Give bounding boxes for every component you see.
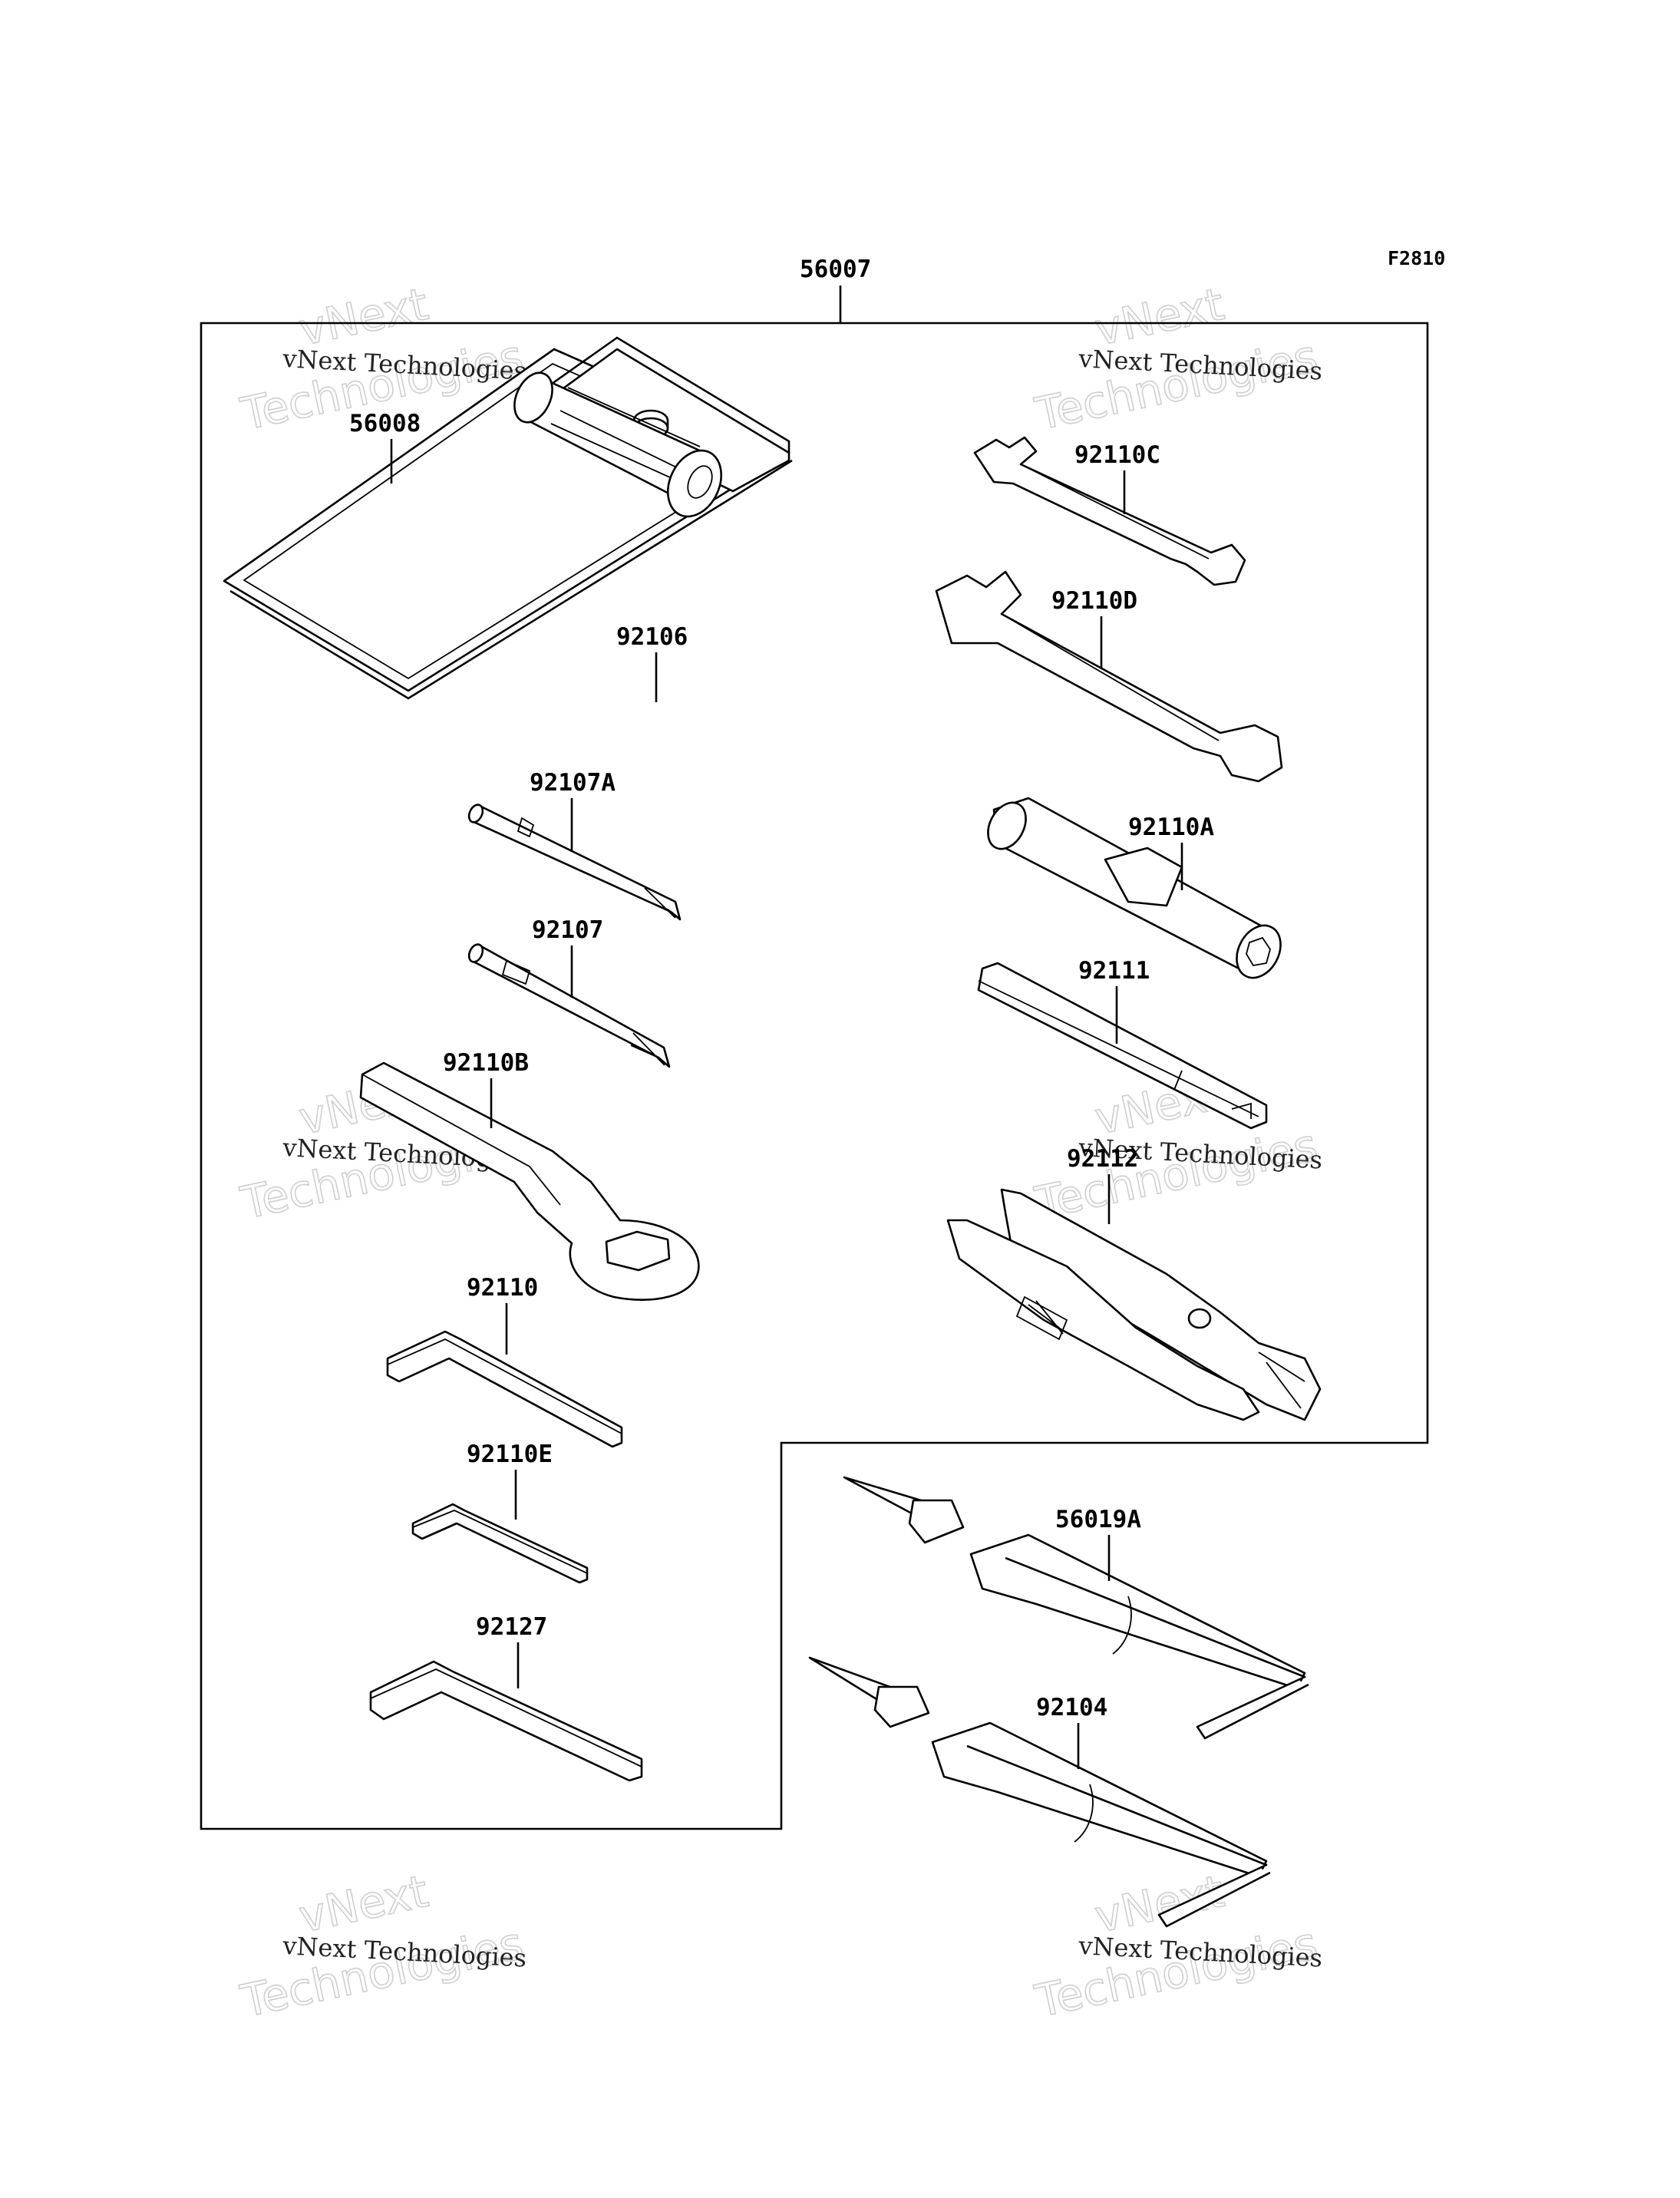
label-92112: 92112 <box>1067 1145 1138 1173</box>
hex-key-large <box>369 1660 643 1782</box>
label-92110C: 92110C <box>1074 441 1160 469</box>
screwdriver-bit <box>467 943 671 1068</box>
label-92106: 92106 <box>616 623 688 651</box>
tool-kit-frame <box>200 322 1429 1830</box>
label-92107: 92107 <box>532 916 603 944</box>
pliers <box>946 1188 1322 1421</box>
open-end-wrench-small <box>973 436 1246 586</box>
assembly-label: 56007 <box>800 256 871 283</box>
watermark-big-line2: Technologies <box>236 1917 528 2028</box>
label-92110B: 92110B <box>443 1049 529 1077</box>
socket-tool <box>513 371 722 518</box>
watermark-big-line2: Technologies <box>1031 1917 1322 2028</box>
label-92110A: 92110A <box>1128 814 1214 841</box>
label-92110E: 92110E <box>467 1441 553 1468</box>
box-wrench <box>359 1061 700 1301</box>
watermark-big-line2: Technologies <box>1031 330 1322 441</box>
spark-plug-wrench <box>987 797 1282 979</box>
watermark-big-line1: vNext <box>295 1865 433 1943</box>
grease-tube-a <box>843 1476 1309 1740</box>
label-56008: 56008 <box>349 410 421 437</box>
watermark-big-line1: vNext <box>1091 278 1229 356</box>
label-92107A: 92107A <box>530 769 616 797</box>
screwdriver-bit-a <box>467 804 682 921</box>
hex-key <box>386 1330 623 1448</box>
watermark-bottom-right: vNext Technologies vNext Technologies <box>1030 1864 1323 2028</box>
open-end-wrench <box>935 570 1283 783</box>
grease-tube <box>808 1656 1271 1928</box>
label-56019A: 56019A <box>1055 1506 1141 1533</box>
watermark-top-right: vNext Technologies vNext Technologies <box>1030 277 1323 441</box>
label-92111: 92111 <box>1078 957 1150 985</box>
label-92127: 92127 <box>476 1613 547 1641</box>
hex-key-small <box>411 1503 589 1584</box>
label-92110: 92110 <box>467 1274 538 1302</box>
watermark-bottom-left: vNext Technologies vNext Technologies <box>236 1864 528 2028</box>
watermark-big-line2: Technologies <box>1031 1119 1322 1229</box>
label-92104: 92104 <box>1036 1694 1107 1721</box>
label-92110D: 92110D <box>1051 587 1137 615</box>
figure-code: F2810 <box>1388 247 1445 269</box>
extension-bar <box>977 962 1268 1130</box>
watermark-big-line1: vNext <box>295 278 433 356</box>
